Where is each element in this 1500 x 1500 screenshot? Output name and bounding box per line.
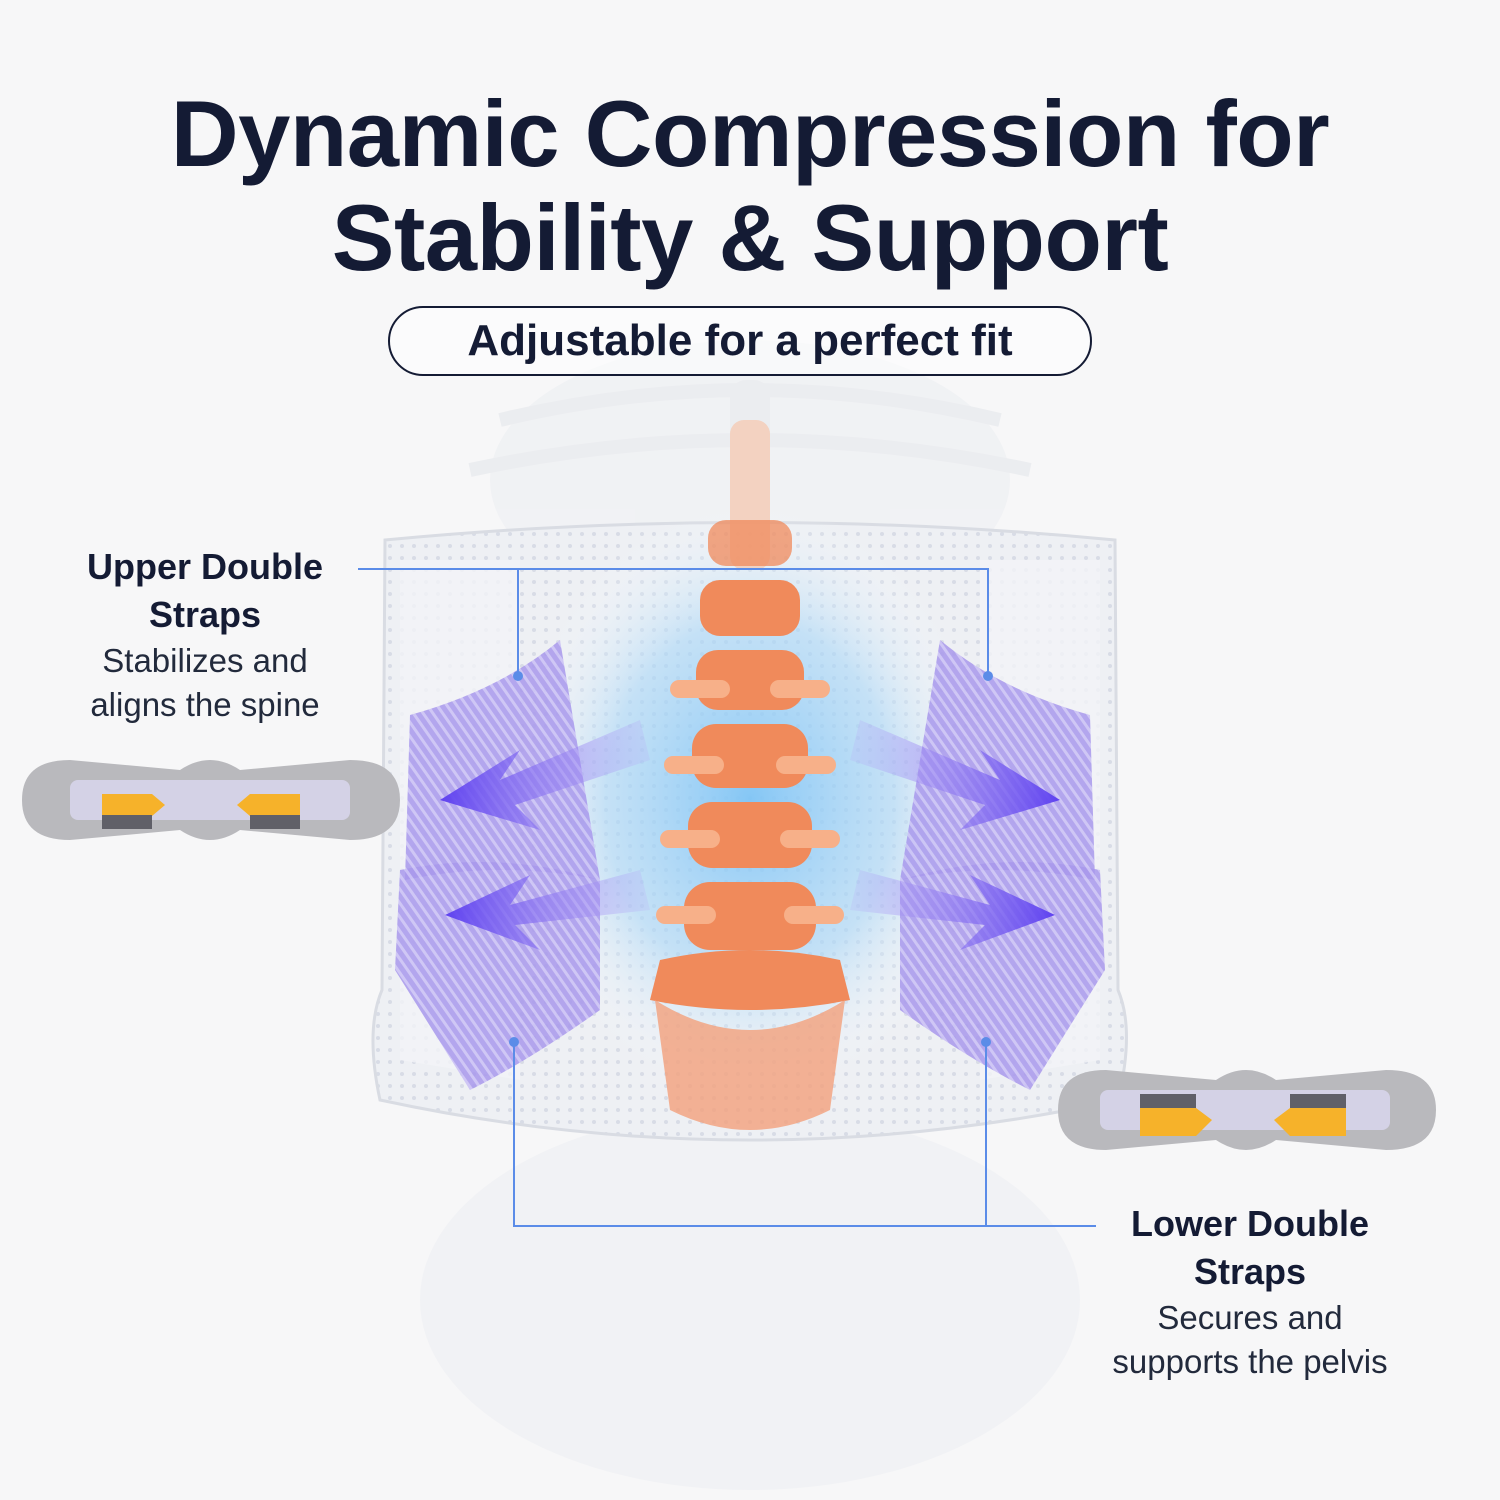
callout-lower-desc-1: Secures and — [1157, 1299, 1343, 1336]
callout-upper-straps: Upper Double Straps Stabilizes and align… — [40, 543, 370, 727]
lower-leader-lines — [513, 1042, 1096, 1227]
headline-line-1: Dynamic Compression for — [170, 81, 1330, 186]
headline: Dynamic Compression for Stability & Supp… — [0, 82, 1500, 290]
callout-upper-title-2: Straps — [148, 594, 262, 635]
spine-illustration — [650, 420, 850, 1130]
subheadline-pill: Adjustable for a perfect fit — [388, 306, 1092, 376]
headline-line-2: Stability & Support — [331, 185, 1169, 290]
callout-lower-title-2: Straps — [1193, 1251, 1307, 1292]
callout-lower-title-1: Lower Double — [1130, 1203, 1369, 1244]
callout-upper-desc-1: Stabilizes and — [102, 642, 308, 679]
callout-lower-straps: Lower Double Straps Secures and supports… — [1060, 1200, 1440, 1384]
compression-arrow-icon — [440, 720, 1060, 950]
callout-upper-desc-2: aligns the spine — [90, 686, 320, 723]
callout-lower-desc-2: supports the pelvis — [1112, 1343, 1388, 1380]
upper-leader-lines — [358, 568, 989, 676]
subheadline-text: Adjustable for a perfect fit — [467, 316, 1013, 365]
callout-upper-title-1: Upper Double — [86, 546, 323, 587]
strap-diagram-icon — [1058, 1070, 1436, 1150]
strap-diagram-icon — [22, 760, 400, 840]
